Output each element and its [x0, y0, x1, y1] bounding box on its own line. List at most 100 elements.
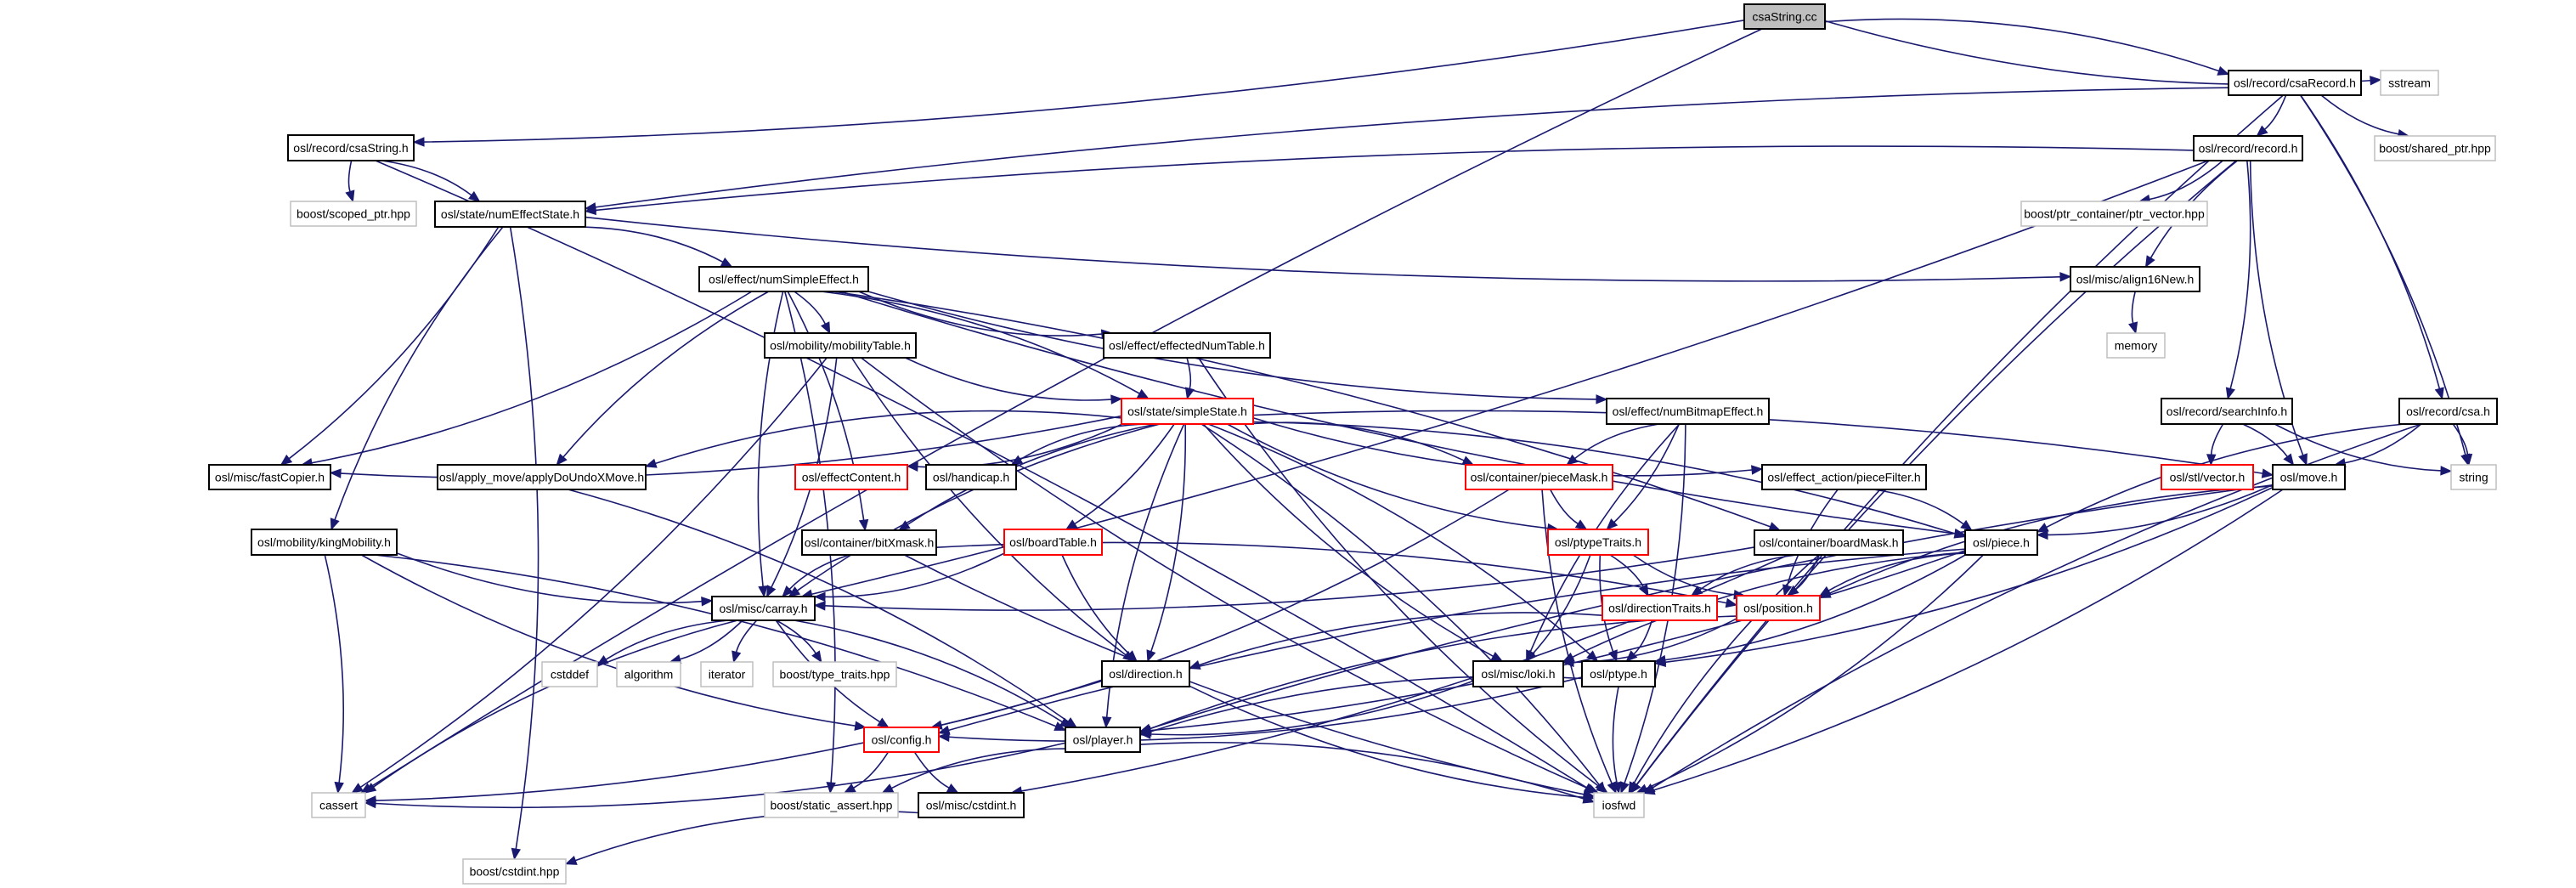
edge-config-to-static_assert [843, 751, 890, 794]
arrowhead-icon [1566, 454, 1579, 466]
graph-node-csa-h[interactable]: osl/record/csa.h [2398, 398, 2498, 425]
graph-node-carray[interactable]: osl/misc/carray.h [711, 596, 816, 621]
node-box [863, 727, 940, 753]
arrowhead-icon [758, 585, 768, 598]
graph-node-csarecord[interactable]: osl/record/csaRecord.h [2228, 70, 2362, 96]
node-box [2374, 135, 2496, 161]
graph-node-numbitmapeffect[interactable]: osl/effect/numBitmapEffect.h [1606, 398, 1770, 425]
graph-node-handicap[interactable]: osl/handicap.h [925, 464, 1017, 490]
arrowhead-icon [1751, 465, 1764, 475]
node-box [2272, 464, 2346, 490]
graph-node-ptr-vector: boost/ptr_container/ptr_vector.hpp [2020, 201, 2208, 227]
edge-line [913, 751, 950, 789]
graph-node-directiontraits[interactable]: osl/directionTraits.h [1602, 595, 1718, 621]
edge-numSimpleEffect-to-numBitmapEffect [867, 291, 1608, 404]
edge-numBitmapEffect-to-ptypeTraits [1606, 423, 1680, 530]
node-label: boost/cstdint.hpp [470, 865, 560, 879]
graph-node-direction[interactable]: osl/direction.h [1101, 660, 1190, 687]
arrowhead-icon [826, 782, 836, 795]
edge-simpleState-to-ptype [1207, 423, 1599, 662]
edge-line [1633, 554, 1820, 784]
graph-node-align16new[interactable]: osl/misc/align16New.h [2070, 266, 2200, 292]
graph-node-shared-ptr: boost/shared_ptr.hpp [2374, 135, 2496, 161]
graph-node-searchinfo[interactable]: osl/record/searchInfo.h [2161, 398, 2293, 425]
edge-record-to-iosfwd [1630, 160, 2237, 795]
graph-node-boardtable[interactable]: osl/boardTable.h [1003, 529, 1103, 556]
arrowhead-icon [1638, 584, 1649, 597]
graph-node-ptype[interactable]: osl/ptype.h [1581, 660, 1656, 687]
graph-node-record[interactable]: osl/record/record.h [2193, 135, 2303, 161]
edge-line [1664, 554, 1966, 661]
graph-node-position[interactable]: osl/position.h [1736, 595, 1821, 621]
node-box [2228, 70, 2362, 96]
node-box [1103, 332, 1271, 359]
graph-node-effectednumtable[interactable]: osl/effect/effectedNumTable.h [1103, 332, 1271, 359]
arrowhead-icon [2225, 387, 2235, 400]
node-label: osl/direction.h [1109, 667, 1182, 681]
graph-node-move[interactable]: osl/move.h [2272, 464, 2346, 490]
graph-node-player[interactable]: osl/player.h [1065, 727, 1141, 753]
graph-node-config[interactable]: osl/config.h [863, 727, 940, 753]
graph-node-misc-cstdint[interactable]: osl/misc/cstdint.h [918, 792, 1025, 818]
graph-node-applydoundo[interactable]: osl/apply_move/applyDoUndoXMove.h [437, 464, 647, 490]
graph-node-simplestate[interactable]: osl/state/simpleState.h [1121, 398, 1254, 425]
graph-node-numeffectstate[interactable]: osl/state/numEffectState.h [434, 201, 586, 228]
edge-player-to-cassert [364, 742, 1066, 809]
graph-node-csastring-h[interactable]: osl/record/csaString.h [287, 134, 415, 161]
graph-node-piecefilter[interactable]: osl/effect_action/pieceFilter.h [1761, 464, 1927, 490]
edge-line [375, 742, 1066, 809]
arrowhead-icon [1606, 518, 1618, 530]
edge-numBitmapEffect-to-pieceMask [1566, 423, 1659, 466]
edge-line [334, 226, 504, 520]
edge-line [2131, 291, 2136, 324]
graph-node-loki[interactable]: osl/misc/loki.h [1472, 660, 1564, 687]
graph-node-stlvector[interactable]: osl/stl/vector.h [2161, 464, 2254, 490]
edge-record-to-searchInfo [2225, 160, 2251, 400]
node-box [764, 332, 917, 359]
node-box [700, 661, 754, 687]
edge-csaRecord-to-numEffectState [584, 87, 2229, 212]
node-label: osl/state/numEffectState.h [441, 207, 579, 221]
node-box [462, 858, 567, 885]
edge-move-to-piece [2036, 484, 2274, 540]
graph-node-effectcontent[interactable]: osl/effectContent.h [794, 464, 908, 490]
edge-line [1189, 685, 1585, 799]
edge-line [585, 216, 2061, 282]
edge-kingMobility-to-cassert [324, 554, 344, 795]
graph-node-numsimpleeffect[interactable]: osl/effect/numSimpleEffect.h [698, 266, 869, 292]
graph-node-fastcopier[interactable]: osl/misc/fastCopier.h [208, 464, 331, 490]
edge-line [2210, 423, 2224, 455]
arrowhead-icon [511, 847, 521, 861]
node-label: osl/record/csaString.h [293, 141, 408, 155]
node-box [698, 266, 869, 292]
arrowhead-icon [906, 461, 918, 472]
graph-node-boardmask[interactable]: osl/container/boardMask.h [1754, 529, 1904, 556]
node-label: osl/boardTable.h [1009, 535, 1097, 549]
arrowhead-icon [1619, 781, 1630, 795]
graph-node-ptypetraits[interactable]: osl/ptypeTraits.h [1547, 529, 1649, 556]
edge-carray-to-iterator [732, 619, 758, 664]
node-label: memory [2115, 339, 2158, 353]
graph-node-mobilitytable[interactable]: osl/mobility/mobilityTable.h [764, 332, 917, 359]
graph-node-kingmobility[interactable]: osl/mobility/kingMobility.h [251, 529, 398, 556]
arrowhead-icon [412, 137, 425, 147]
node-box [287, 134, 415, 161]
edge-line [832, 291, 1771, 528]
edge-line [907, 423, 1157, 526]
graph-node-piecemask[interactable]: osl/container/pieceMask.h [1465, 464, 1613, 490]
edge-numEffectState-to-numSimpleEffect [563, 226, 733, 268]
node-box [2161, 398, 2293, 425]
arrowhead-icon [1818, 585, 1832, 597]
node-box [1761, 464, 1927, 490]
arrowhead-icon [858, 518, 869, 532]
graph-node-piece[interactable]: osl/piece.h [1964, 529, 2038, 556]
edge-line [1061, 554, 1130, 655]
node-box [1101, 660, 1190, 687]
edge-simpleState-to-loki [1202, 423, 1504, 662]
edge-line [324, 554, 344, 783]
arrowhead-icon [732, 650, 742, 664]
node-label: osl/effectContent.h [802, 471, 901, 484]
node-label: cassert [319, 799, 358, 812]
arrowhead-icon [1054, 721, 1067, 731]
graph-node-bitxmask[interactable]: osl/container/bitXmask.h [801, 529, 937, 556]
